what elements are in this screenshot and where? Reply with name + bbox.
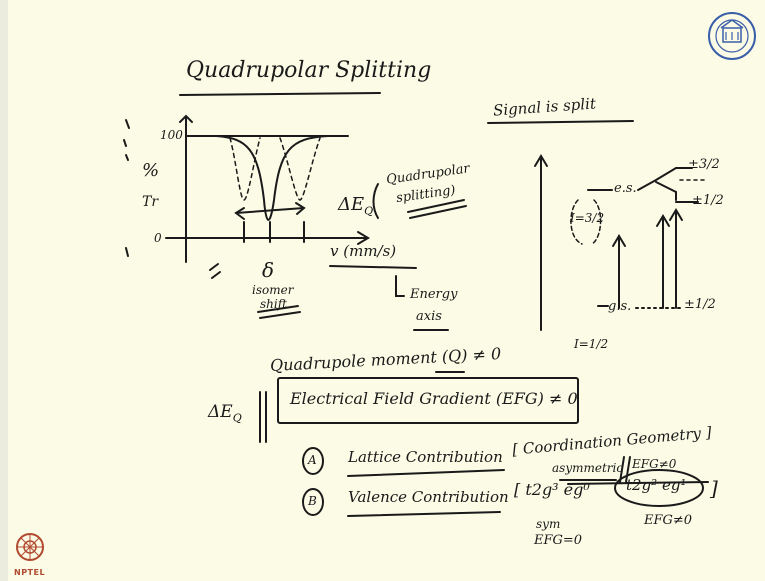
- y-axis-tr: Tr: [142, 195, 158, 209]
- item-b-marker: B: [308, 495, 317, 507]
- level-pm-1-2-bottom: ±1/2: [684, 298, 716, 311]
- delta-eq-left: ΔEQ: [208, 404, 242, 423]
- axis-label: axis: [416, 310, 442, 323]
- i-three-halves: I=3/2: [570, 212, 604, 224]
- excited-state-label: e.s.: [614, 182, 637, 195]
- item-a-label: Lattice Contribution: [348, 450, 503, 465]
- right-title-underline: [488, 121, 633, 123]
- efg-equals-zero: EFG=0: [534, 534, 582, 547]
- efg-not-zero-b: EFG≠0: [644, 514, 692, 527]
- isomer-label: isomer: [252, 284, 293, 296]
- energy-label: Energy: [410, 288, 457, 301]
- efg-box-text: Electrical Field Gradient (EFG) ≠ 0: [290, 391, 578, 407]
- i-one-half: I=1/2: [574, 338, 608, 350]
- institute-seal-icon: [707, 10, 757, 66]
- config-close-bracket: ]: [710, 478, 718, 498]
- level-pm-3-2: ±3/2: [688, 158, 720, 171]
- asymmetric-label: asymmetric: [552, 462, 623, 474]
- level-pm-1-2-top: ±1/2: [692, 194, 724, 207]
- sym-label: sym: [536, 518, 560, 530]
- y-tick-100: 100: [160, 129, 183, 141]
- shift-label: shift: [260, 298, 287, 310]
- item-a-marker: A: [308, 454, 317, 466]
- item-b-label: Valence Contribution: [348, 490, 509, 505]
- nptel-label: NPTEL: [14, 568, 45, 577]
- efg-not-zero-a: EFG≠0: [632, 458, 676, 470]
- ground-state-label: g.s.: [608, 300, 631, 313]
- title-underline: [180, 93, 380, 95]
- x-axis-label: v (mm/s): [330, 244, 396, 259]
- y-axis-percent: %: [142, 162, 159, 180]
- delta-eq-graph: ΔEQ: [338, 196, 373, 217]
- config-asymmetric: t2g² eg¹: [626, 478, 686, 493]
- delta-label: δ: [262, 260, 274, 280]
- y-tick-0: 0: [154, 232, 162, 244]
- slide-title: Quadrupolar Splitting: [186, 60, 431, 82]
- config-symmetric: [ t2g³ eg⁰: [514, 482, 590, 498]
